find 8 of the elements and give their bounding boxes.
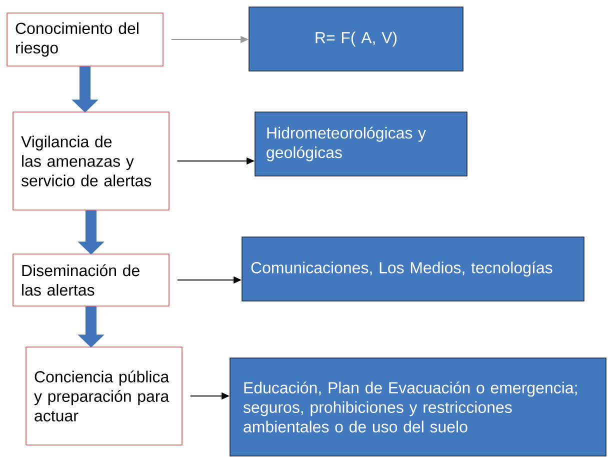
step-box: Vigilancia de las amenazas y servicio de alertas xyxy=(12,112,170,210)
step-box: Conciencia pública y preparación para actuar xyxy=(26,346,182,446)
step-box: Diseminación de las alertas xyxy=(12,254,170,306)
info-box: Hidrometeorológicas y geológicas xyxy=(254,112,468,176)
info-box: R= F( A, V) xyxy=(248,6,464,72)
info-box: Comunicaciones, Los Medios, tecnologías xyxy=(242,236,584,302)
step-box: Conocimiento del riesgo xyxy=(6,12,164,66)
info-box: Educación, Plan de Evacuación o emergencia; seguros, prohibiciones y restricciones ambientales o de uso del suelo xyxy=(230,358,606,456)
